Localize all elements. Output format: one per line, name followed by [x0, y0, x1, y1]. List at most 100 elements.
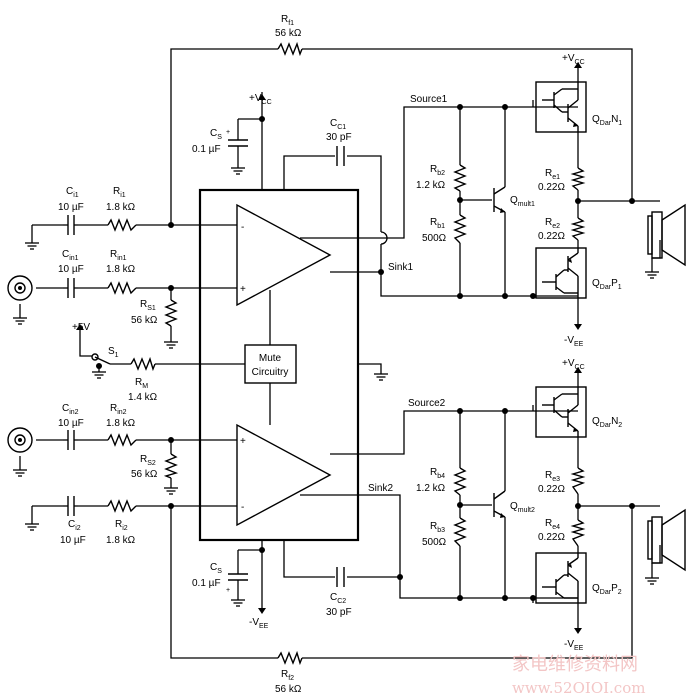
svg-text:0.1 µF: 0.1 µF — [192, 578, 221, 589]
svg-text:Cin2: Cin2 — [62, 403, 79, 416]
svg-text:Rin2: Rin2 — [110, 403, 127, 416]
resistor-rb1 — [453, 214, 467, 244]
svg-text:-: - — [241, 222, 244, 233]
svg-text:+5V: +5V — [72, 322, 90, 333]
svg-text:56 kΩ: 56 kΩ — [275, 28, 302, 39]
resistor-rin1 — [107, 281, 137, 295]
resistor-ri1 — [107, 218, 137, 232]
speaker-2-icon — [647, 508, 686, 572]
capacitors: + + — [63, 119, 345, 600]
svg-text:Rin1: Rin1 — [110, 249, 127, 262]
ground-icon — [163, 487, 179, 495]
svg-text:RS2: RS2 — [140, 454, 156, 467]
ground-icon — [644, 577, 660, 585]
svg-text:Ri2: Ri2 — [115, 519, 128, 532]
svg-text:500Ω: 500Ω — [422, 233, 447, 244]
svg-text:Rb1: Rb1 — [430, 217, 445, 230]
wires — [31, 48, 661, 659]
svg-text:1.4 kΩ: 1.4 kΩ — [128, 392, 158, 403]
resistor-rf1 — [277, 41, 303, 57]
svg-text:1.2 kΩ: 1.2 kΩ — [416, 180, 446, 191]
svg-text:Re1: Re1 — [545, 168, 560, 181]
svg-text:RS1: RS1 — [140, 299, 156, 312]
svg-text:10 µF: 10 µF — [58, 418, 84, 429]
opamp-2: + - — [236, 423, 332, 527]
capacitor-cc1 — [336, 146, 345, 166]
resistor-rb4 — [453, 467, 467, 496]
svg-text:Qmult2: Qmult2 — [510, 501, 535, 514]
svg-text:1.8 kΩ: 1.8 kΩ — [106, 535, 136, 546]
input-jack-1-icon — [7, 275, 33, 301]
svg-text:56 kΩ: 56 kΩ — [275, 684, 302, 695]
switch-s1-icon — [91, 353, 111, 369]
svg-text:CC1: CC1 — [330, 118, 346, 131]
ground-icon — [163, 341, 179, 349]
grounds — [12, 167, 660, 607]
resistor-re4 — [570, 519, 586, 547]
capacitor-ci2 — [63, 496, 78, 516]
watermark-text: 家电维修资料网 — [512, 654, 638, 675]
resistor-rm — [130, 356, 156, 372]
svg-text:56 kΩ: 56 kΩ — [131, 469, 158, 480]
resistor-re1 — [570, 167, 586, 191]
svg-text:Ri1: Ri1 — [113, 186, 126, 199]
svg-text:CS: CS — [210, 562, 222, 575]
svg-text:Ci2: Ci2 — [68, 519, 81, 532]
svg-text:30 pF: 30 pF — [326, 132, 352, 143]
svg-text:1.8 kΩ: 1.8 kΩ — [106, 202, 136, 213]
capacitor-ci1 — [63, 215, 78, 235]
input-jack-2-icon — [7, 427, 33, 453]
resistor-re3 — [570, 467, 586, 495]
component-labels: Rf1 56 kΩ +VCC CS 0.1 µF CC1 30 pF Sourc… — [58, 14, 622, 695]
ground-icon — [24, 242, 40, 250]
svg-text:-: - — [241, 502, 244, 513]
svg-text:Ci1: Ci1 — [66, 186, 79, 199]
svg-text:CS: CS — [210, 128, 222, 141]
svg-text:Re2: Re2 — [545, 217, 560, 230]
svg-text:+VCC: +VCC — [562, 53, 585, 66]
resistor-ri2 — [107, 499, 137, 513]
svg-text:+: + — [240, 284, 246, 295]
svg-text:QDarP2: QDarP2 — [592, 583, 622, 596]
transistor-qmult2-icon — [493, 490, 506, 518]
capacitor-cin2 — [63, 430, 78, 450]
svg-text:+: + — [226, 587, 230, 594]
svg-text:Rf1: Rf1 — [281, 14, 294, 27]
svg-text:Re3: Re3 — [545, 470, 560, 483]
ground-icon — [230, 599, 246, 607]
svg-text:+: + — [240, 436, 246, 447]
svg-text:-VEE: -VEE — [564, 639, 584, 652]
svg-text:30 pF: 30 pF — [326, 607, 352, 618]
svg-text:Sink2: Sink2 — [368, 483, 393, 494]
svg-text:Rb4: Rb4 — [430, 467, 445, 480]
svg-text:+: + — [226, 129, 230, 136]
darlington-p1-icon — [535, 247, 587, 299]
ground-icon — [24, 523, 40, 531]
svg-text:Rb2: Rb2 — [430, 164, 445, 177]
svg-text:Qmult1: Qmult1 — [510, 195, 535, 208]
power-symbols — [76, 62, 582, 634]
darlington-n2-icon — [535, 386, 587, 438]
svg-text:1.8 kΩ: 1.8 kΩ — [106, 418, 136, 429]
resistor-rin2 — [107, 433, 137, 447]
svg-text:QDarN1: QDarN1 — [592, 114, 622, 127]
resistor-rb3 — [453, 517, 467, 547]
ground-icon — [12, 469, 28, 477]
capacitor-cc2 — [336, 567, 345, 587]
watermark-url: www.52OIOI.com — [512, 679, 645, 697]
capacitor-cs2: + — [226, 550, 248, 600]
capacitor-cin1 — [63, 278, 78, 298]
svg-text:500Ω: 500Ω — [422, 537, 447, 548]
svg-text:10 µF: 10 µF — [60, 535, 86, 546]
svg-text:0.22Ω: 0.22Ω — [538, 182, 565, 193]
svg-text:S1: S1 — [108, 346, 119, 359]
svg-text:56 kΩ: 56 kΩ — [131, 315, 158, 326]
svg-text:+VCC: +VCC — [249, 93, 272, 106]
capacitor-cs1: + — [226, 119, 248, 168]
svg-text:Re4: Re4 — [545, 518, 560, 531]
ground-icon — [644, 271, 660, 279]
svg-text:CC2: CC2 — [330, 592, 346, 605]
svg-text:0.22Ω: 0.22Ω — [538, 484, 565, 495]
svg-text:Sink1: Sink1 — [388, 262, 413, 273]
svg-text:1.2 kΩ: 1.2 kΩ — [416, 483, 446, 494]
